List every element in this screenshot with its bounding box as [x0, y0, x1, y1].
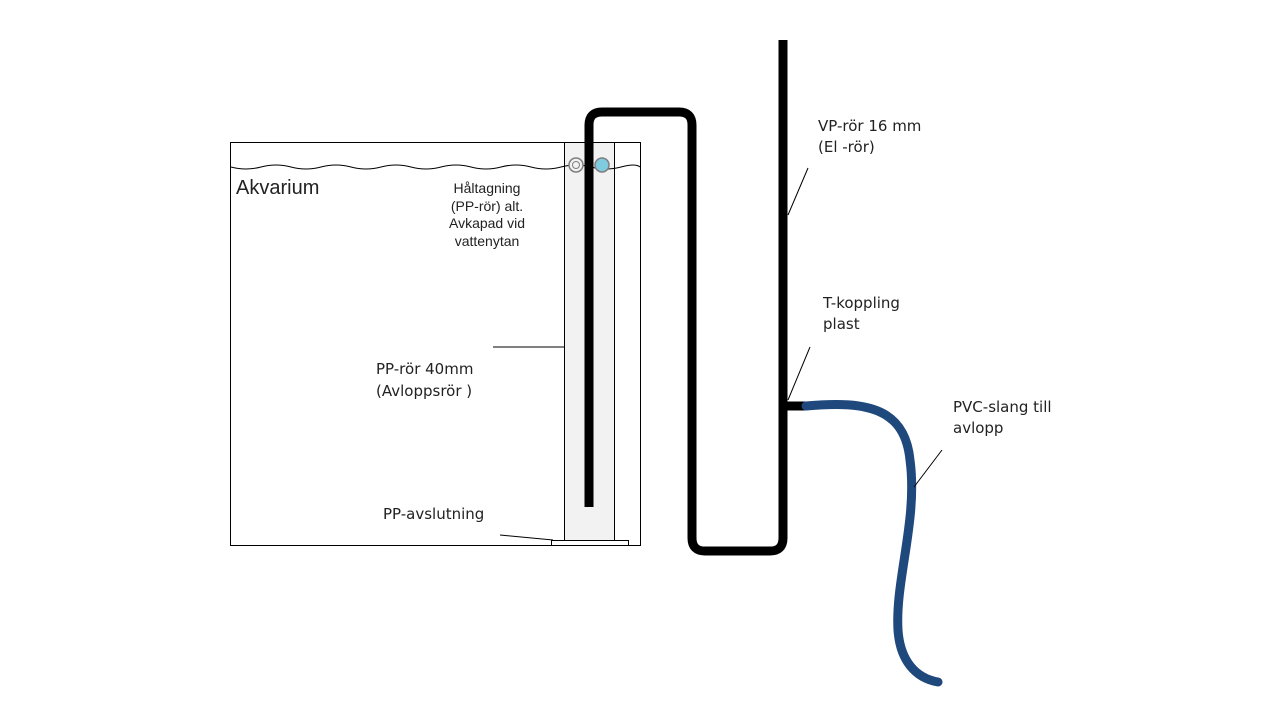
pvc-hose: [801, 399, 943, 687]
leader-pp-end-cap: [499, 534, 554, 541]
hole-right: [594, 157, 610, 173]
label-pvc-hose-line2: avlopp: [953, 419, 1004, 437]
label-pp-pipe-line1: PP-rör 40mm: [376, 360, 474, 378]
label-t-coupling-line2: plast: [823, 315, 860, 333]
hole-left-inner: [572, 161, 580, 169]
leader-vp-pipe: [787, 167, 809, 216]
vp-pipe: [584, 40, 788, 556]
label-vp-pipe-line1: VP-rör 16 mm: [818, 117, 922, 135]
label-akvarium: Akvarium: [236, 177, 320, 199]
label-pvc-hose-line1: PVC-slang till: [953, 398, 1052, 416]
pp-end-cap: [551, 540, 629, 546]
leader-t-coupling: [787, 346, 811, 401]
label-t-coupling: T-koppling plast: [823, 293, 900, 335]
label-vp-pipe: VP-rör 16 mm (El -rör): [818, 116, 921, 158]
label-vp-pipe-line2: (El -rör): [818, 138, 875, 156]
label-pp-end-cap: PP-avslutning: [383, 505, 485, 523]
leader-pvc-hose: [913, 449, 943, 488]
label-haltagning: Håltagning (PP-rör) alt. Avkapad vid vat…: [448, 180, 525, 249]
label-pp-pipe: PP-rör 40mm (Avloppsrör ): [376, 358, 473, 402]
label-pvc-hose: PVC-slang till avlopp: [953, 397, 1052, 439]
label-pp-pipe-line2: (Avloppsrör ): [376, 382, 473, 400]
hole-left: [568, 157, 584, 173]
label-t-coupling-line1: T-koppling: [823, 294, 900, 312]
